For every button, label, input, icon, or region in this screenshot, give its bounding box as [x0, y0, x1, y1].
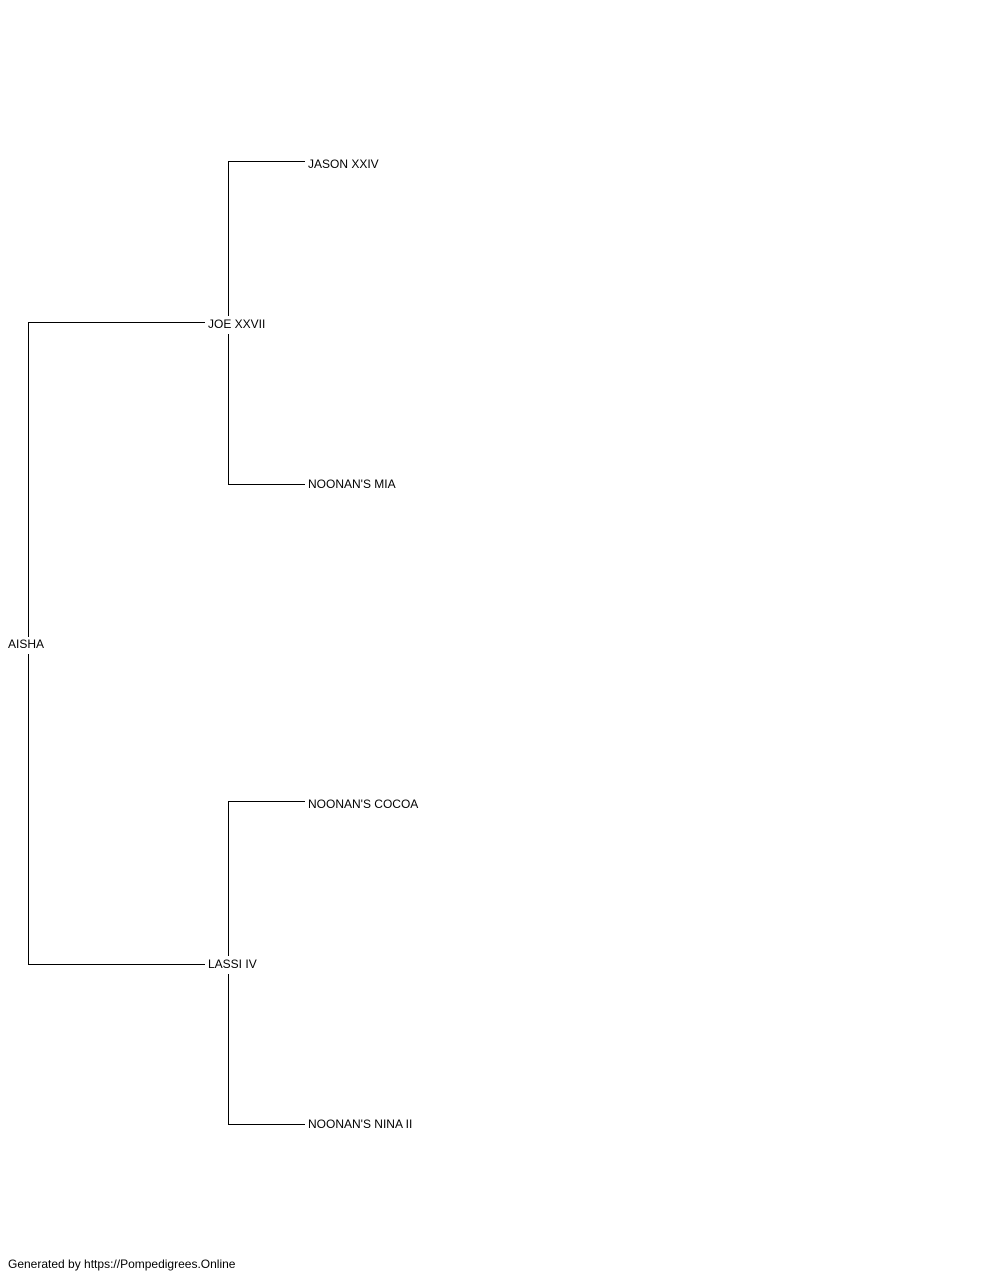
connector-dam-sire: [228, 801, 305, 956]
connector-sire-dam: [228, 334, 305, 485]
node-dam-dam[interactable]: NOONAN'S NINA II: [308, 1117, 413, 1131]
node-subject[interactable]: AISHA: [8, 637, 45, 651]
connector-subject-sire: [28, 322, 205, 637]
generated-by-footer: Generated by https://Pompedigrees.Online: [8, 1257, 236, 1271]
node-sire-dam[interactable]: NOONAN'S MIA: [308, 477, 396, 491]
connector-subject-dam: [28, 654, 205, 965]
node-sire[interactable]: JOE XXVII: [208, 317, 266, 331]
node-sire-sire[interactable]: JASON XXIV: [308, 157, 379, 171]
node-dam-sire[interactable]: NOONAN'S COCOA: [308, 797, 419, 811]
connector-dam-dam: [228, 974, 305, 1125]
node-dam[interactable]: LASSI IV: [208, 957, 257, 971]
connector-sire-sire: [228, 161, 305, 316]
